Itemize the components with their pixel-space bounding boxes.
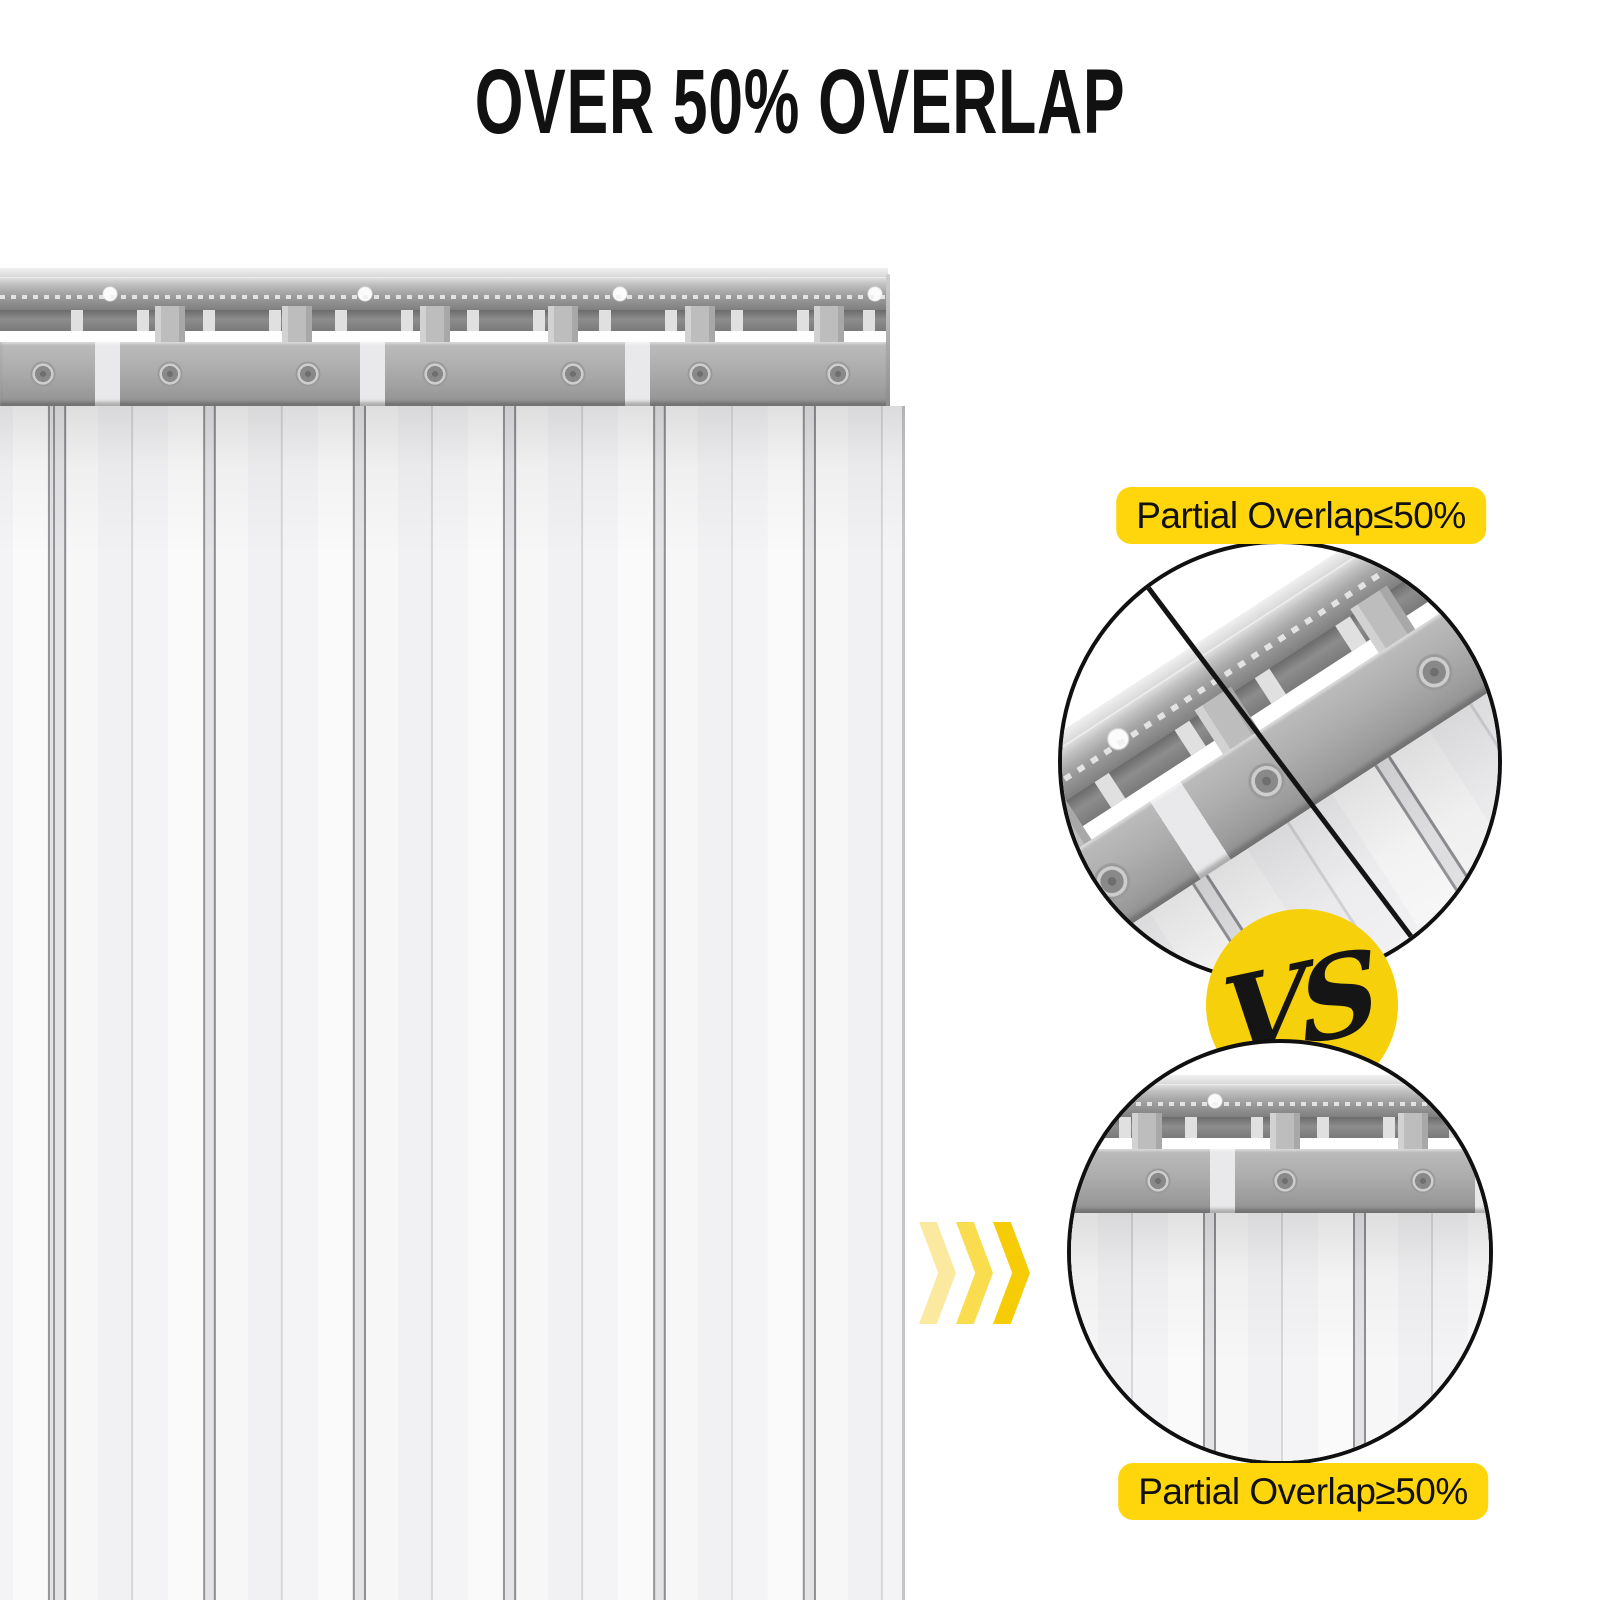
chevron-right-icon [993,1222,1030,1324]
rail-back-edge [0,268,888,277]
rail-serration [0,295,888,299]
rail-back-edge [1071,1075,1489,1084]
label-low-overlap: Partial Overlap≤50% [1116,487,1486,544]
chevron-right-icon [919,1222,956,1324]
pointer-chevrons [919,1222,1030,1324]
product-photo-strip-curtain [0,268,905,1600]
page-title: OVER 50% OVERLAP [474,51,1126,153]
rail-closeup-photo [1071,1075,1489,1461]
pvc-strips [1071,1213,1489,1461]
inset-circle-low-overlap [1058,540,1502,984]
plate-screws [0,342,888,406]
rail-serration [1071,1102,1489,1106]
mounting-rail [1071,1075,1489,1217]
plate-screws [1071,1149,1489,1213]
rail-hook-tabs [1071,1113,1489,1155]
mounting-rail [0,268,890,410]
chevron-right-icon [956,1222,993,1324]
inset-circle-high-overlap [1067,1039,1493,1465]
rail-hook-tabs [0,306,888,348]
pvc-strips [0,406,905,1600]
label-high-overlap: Partial Overlap≥50% [1118,1463,1488,1520]
rail-bar-with-holes [1071,1084,1489,1119]
rail-bar-with-holes [0,277,888,312]
